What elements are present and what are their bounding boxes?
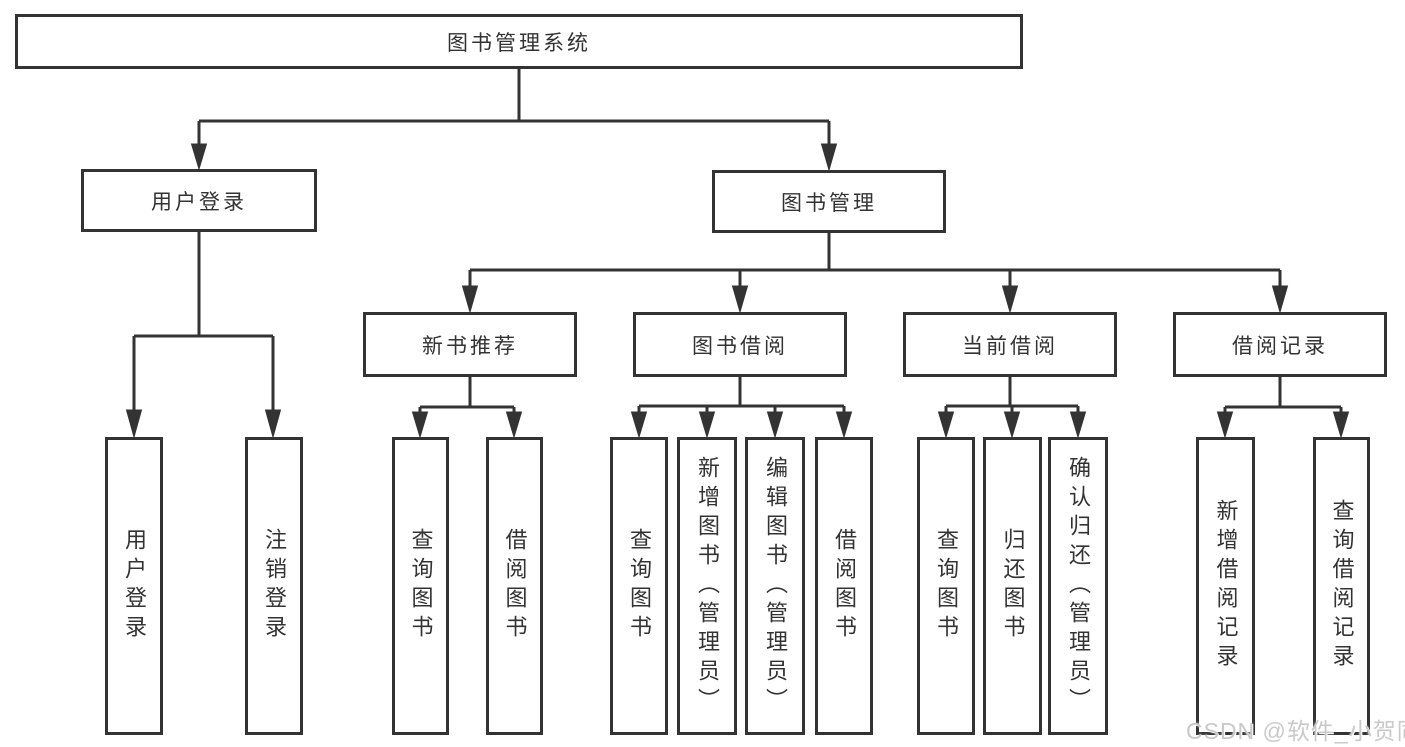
node-leaf-return-books: 归还图书 bbox=[983, 437, 1042, 735]
node-borrowing-records: 借阅记录 bbox=[1173, 312, 1387, 377]
node-leaf-query-books-1: 查询图书 bbox=[392, 437, 449, 735]
node-new-book-recommend: 新书推荐 bbox=[363, 312, 577, 377]
arrowhead-icon bbox=[1271, 285, 1289, 314]
arrowhead-icon bbox=[698, 411, 716, 439]
arrowhead-icon bbox=[1332, 411, 1350, 439]
node-book-management: 图书管理 bbox=[712, 170, 946, 233]
node-leaf-user-login: 用户登录 bbox=[105, 437, 163, 735]
connector-current-borrowing-to-leaves bbox=[937, 377, 1087, 439]
node-leaf-edit-books-admin: 编辑图书（管理员） bbox=[745, 437, 805, 735]
arrowhead-icon bbox=[766, 411, 784, 439]
connector-user-login-to-leaves bbox=[125, 232, 282, 439]
node-leaf-query-books-2: 查询图书 bbox=[610, 437, 668, 735]
arrowhead-icon bbox=[1003, 411, 1021, 439]
node-leaf-query-books-3: 查询图书 bbox=[917, 437, 975, 735]
arrowhead-icon bbox=[505, 411, 523, 439]
arrowhead-icon bbox=[731, 285, 749, 314]
arrowhead-icon bbox=[820, 143, 838, 172]
arrowhead-icon bbox=[1216, 411, 1234, 439]
node-leaf-confirm-return-admin: 确认归还（管理员） bbox=[1048, 437, 1108, 735]
arrowhead-icon bbox=[411, 411, 429, 439]
arrowhead-icon bbox=[461, 285, 479, 314]
arrowhead-icon bbox=[1001, 285, 1019, 314]
node-leaf-borrow-books-2: 借阅图书 bbox=[815, 437, 873, 735]
node-library-management-system: 图书管理系统 bbox=[15, 14, 1023, 69]
node-current-borrowing: 当前借阅 bbox=[903, 312, 1117, 377]
node-leaf-borrow-books-1: 借阅图书 bbox=[486, 437, 543, 735]
connector-root-to-level2 bbox=[190, 69, 838, 172]
arrowhead-icon bbox=[125, 409, 143, 439]
node-book-borrowing: 图书借阅 bbox=[633, 312, 847, 377]
node-leaf-add-books-admin: 新增图书（管理员） bbox=[677, 437, 737, 735]
connector-book-borrowing-to-leaves bbox=[630, 377, 853, 439]
node-leaf-add-borrow-record: 新增借阅记录 bbox=[1196, 437, 1255, 735]
arrowhead-icon bbox=[630, 411, 648, 439]
node-user-login: 用户登录 bbox=[81, 169, 317, 232]
connector-new-book-recommend-to-leaves bbox=[411, 377, 523, 439]
arrowhead-icon bbox=[937, 411, 955, 439]
arrowhead-icon bbox=[835, 411, 853, 439]
node-leaf-logout: 注销登录 bbox=[245, 437, 303, 735]
arrowhead-icon bbox=[264, 409, 282, 439]
arrowhead-icon bbox=[190, 143, 208, 171]
arrowhead-icon bbox=[1069, 411, 1087, 439]
connector-borrowing-records-to-leaves bbox=[1216, 377, 1350, 439]
node-leaf-query-borrow-record: 查询借阅记录 bbox=[1313, 437, 1370, 735]
connector-book-management-to-level3 bbox=[461, 233, 1289, 314]
csdn-watermark: CSDN @软件_小贺同学 bbox=[1186, 718, 1405, 744]
